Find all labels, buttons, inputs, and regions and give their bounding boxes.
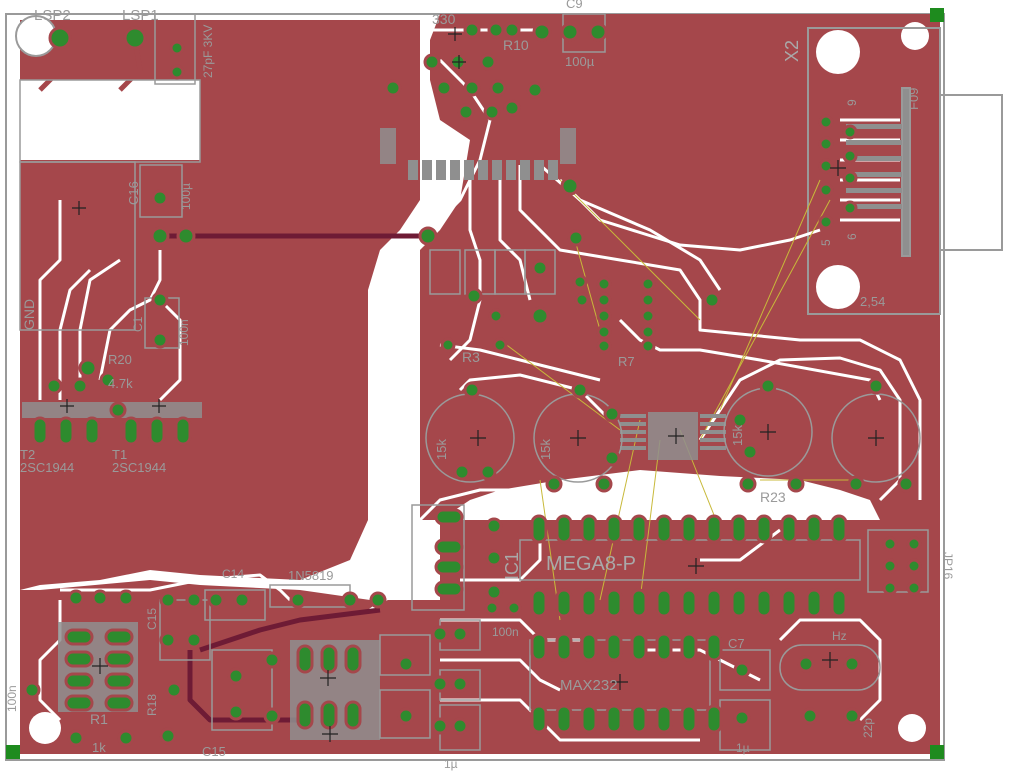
airwires (499, 179, 850, 621)
label-dim254: 2,54 (860, 294, 885, 309)
label-r18: R18 (145, 694, 159, 716)
label-r15k-a: 15k (434, 439, 449, 460)
label-q-hz: Hz (832, 629, 847, 643)
label-r47k: 4.7k (108, 376, 133, 391)
label-cap-22p: 22p (861, 718, 875, 738)
label-pin6: 6 (845, 233, 859, 240)
label-c7-value: 1µ (736, 741, 750, 755)
dip-pads (31, 416, 848, 734)
label-r330: 330 (432, 11, 456, 27)
label-c1: C1 (131, 316, 145, 332)
label-t1-part: 2SC1944 (112, 460, 166, 475)
label-x2: X2 (782, 40, 802, 62)
label-f09: F09 (906, 88, 921, 110)
label-c7: C7 (728, 636, 745, 651)
label-c100n-left: 100n (5, 685, 19, 712)
label-r3: R3 (462, 349, 480, 365)
label-mega: MEGA8-P (546, 553, 636, 575)
ic-pin-rows (408, 124, 902, 450)
label-r10: R10 (503, 37, 529, 53)
label-c14: C14 (222, 567, 244, 581)
label-cap-27pf: 27pF 3KV (201, 25, 215, 78)
label-c100n-bottom: 100n (492, 625, 519, 639)
pads (23, 21, 922, 747)
label-c100n: 100n (177, 319, 191, 346)
label-t2-part: 2SC1944 (20, 460, 74, 475)
label-r15k-b: 15k (538, 439, 553, 460)
label-t2: T2 (20, 447, 35, 462)
label-lsp1: LSP1 (122, 7, 159, 24)
label-ic1: IC1 (502, 552, 522, 580)
label-r20: R20 (108, 352, 132, 367)
label-c1u-bottom: 1µ (444, 757, 458, 771)
label-jp16: JP16 (941, 552, 955, 580)
label-pin9: 9 (845, 99, 859, 106)
label-lsp2: LSP2 (34, 7, 71, 24)
label-r15k-c: 15k (730, 425, 745, 446)
label-c16-value: 100µ (179, 183, 193, 210)
label-r1: R1 (90, 711, 108, 727)
label-c9-value: 100µ (565, 54, 595, 69)
label-r7: R7 (618, 354, 635, 369)
label-c16: C16 (126, 181, 141, 205)
label-r23: R23 (760, 489, 786, 505)
corner-markers (6, 8, 944, 759)
label-gnd: GND (21, 299, 37, 330)
label-c9: C9 (566, 0, 583, 11)
label-max232: MAX232 (560, 677, 618, 694)
label-c15b: C15 (202, 744, 226, 759)
origin-crosses (60, 27, 884, 742)
copper-pour (20, 14, 940, 754)
label-pin5: 5 (819, 239, 833, 246)
bottom-traces (160, 233, 420, 723)
label-c15: C15 (145, 608, 159, 630)
label-t1: T1 (112, 447, 127, 462)
silkscreen-labels: LSP2 LSP1 330 R10 C9 100µ 27pF 3KV X2 F0… (5, 0, 955, 771)
label-diode: 1N5819 (288, 568, 334, 583)
label-r1k: 1k (92, 740, 106, 755)
